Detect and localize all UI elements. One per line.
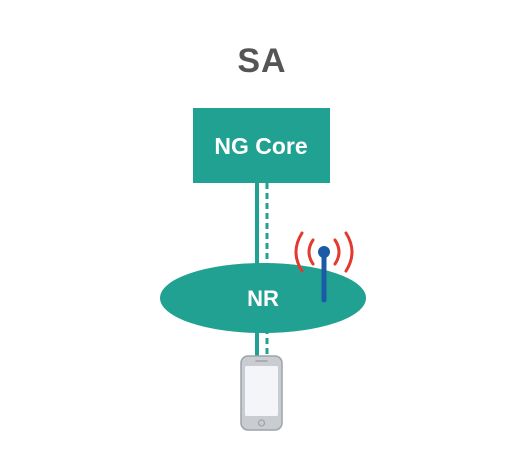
core-to-nr-link <box>255 183 269 268</box>
antenna-head <box>318 246 330 258</box>
ng-core-box <box>193 108 330 183</box>
signal-wave-left-inner <box>307 238 315 266</box>
ng-core-label: NG Core <box>214 133 307 159</box>
phone-screen <box>245 366 278 416</box>
nr-label: NR <box>247 286 279 311</box>
nr-node: NR <box>160 263 366 333</box>
nr-ellipse <box>160 263 366 333</box>
signal-wave-left-outer <box>294 231 304 273</box>
ng-core-node: NG Core <box>193 108 330 183</box>
signal-wave-right-outer <box>344 231 354 273</box>
smartphone-icon <box>240 355 283 431</box>
cell-tower-icon <box>294 231 354 303</box>
phone-home-button <box>257 419 266 427</box>
signal-wave-right-inner <box>333 238 341 266</box>
diagram-title: SA <box>237 42 287 80</box>
